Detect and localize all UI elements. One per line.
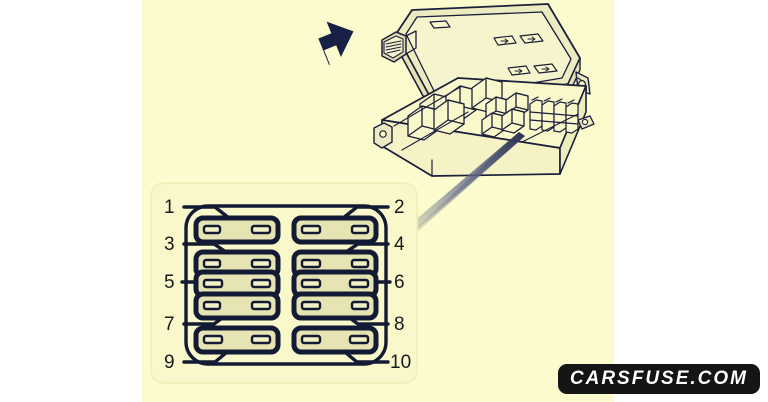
fuse-slot-group	[193, 215, 379, 355]
illustration-plate: 1 2 3 4 5 6 7 8 9 10	[142, 0, 614, 402]
slot-label-4: 4	[394, 234, 405, 255]
slot-label-1: 1	[164, 197, 175, 218]
fuse-slot-8	[291, 291, 379, 321]
slot-label-8: 8	[394, 314, 405, 335]
slot-label-7: 7	[164, 314, 175, 335]
slot-label-2: 2	[394, 197, 405, 218]
fusebox-illustration	[318, 0, 614, 200]
watermark-badge: CARSFUSE.COM	[557, 364, 760, 394]
slot-label-10: 10	[390, 352, 412, 373]
fuse-slot-9	[193, 325, 281, 355]
slot-label-5: 5	[164, 272, 175, 293]
latch-arrow	[318, 21, 354, 65]
fuse-slot-5	[193, 269, 281, 299]
lid-latch-clip	[381, 30, 417, 63]
fuse-slot-7	[193, 291, 281, 321]
fuse-slot-2	[291, 215, 379, 245]
relay-cubes	[407, 77, 529, 141]
fuse-slot-1	[193, 215, 281, 245]
slot-label-3: 3	[164, 234, 175, 255]
carrier-outline	[184, 204, 388, 366]
fuse-layout-panel: 1 2 3 4 5 6 7 8 9 10	[150, 182, 418, 384]
callout-pointer	[399, 132, 525, 242]
slot-label-6: 6	[394, 272, 405, 293]
fuse-slots-drawing	[180, 204, 392, 366]
slot-label-9: 9	[164, 352, 175, 373]
fuse-strips	[529, 96, 579, 134]
fuse-slot-10	[291, 325, 379, 355]
watermark-text: CARSFUSE.COM	[569, 368, 748, 389]
